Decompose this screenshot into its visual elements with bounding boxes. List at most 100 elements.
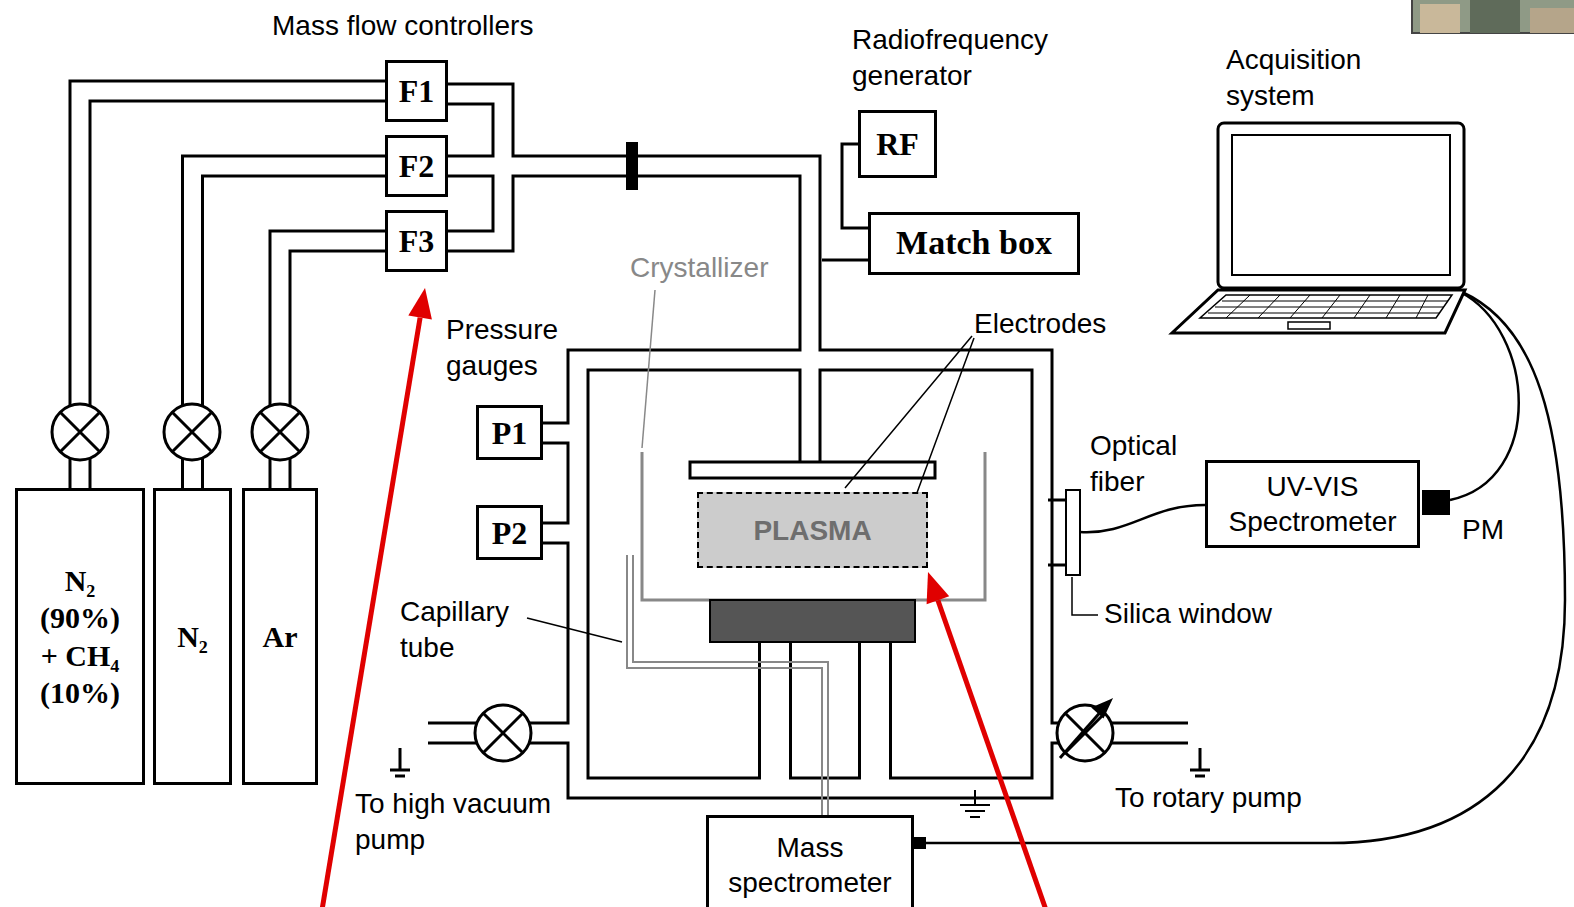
gauge-pipe [543, 525, 578, 542]
stage-leg [861, 642, 889, 788]
connector [80, 91, 385, 488]
gauge-pipe [543, 522, 578, 545]
pipe-inner [193, 166, 386, 488]
pipe-inner [80, 91, 385, 488]
gauge-pipe [543, 425, 578, 442]
label-text: Capillary tube [400, 594, 540, 667]
laptop-keyboard [1200, 295, 1452, 318]
label-text: Optical fiber [1090, 428, 1215, 501]
laptop-display [1232, 135, 1450, 275]
node-text: N₂ [177, 618, 208, 656]
red-arrowhead [408, 288, 432, 320]
stage-leg [761, 642, 789, 788]
leader-line [527, 618, 622, 642]
label-text: PM [1462, 512, 1504, 548]
node-text: Match box [896, 222, 1052, 265]
node-text: F3 [399, 221, 435, 261]
flow-controller: F2 [385, 135, 448, 197]
photomultiplier [1422, 490, 1450, 515]
flow-controller: F1 [385, 60, 448, 122]
match-box: Match box [868, 212, 1080, 275]
keyboard-keys [1208, 295, 1448, 318]
pipe-outer [193, 166, 386, 488]
red-arrowhead [927, 572, 950, 604]
valve [475, 705, 531, 761]
photo-thumbnail [1412, 0, 1574, 33]
node-text: P2 [492, 513, 528, 553]
laptop-screen [1218, 123, 1464, 288]
stage-leg [758, 642, 792, 788]
label-text: Mass flow controllers [272, 8, 533, 44]
valve [164, 404, 220, 460]
thumbnail-frame [1412, 0, 1574, 33]
window-flange [1048, 500, 1067, 565]
gas-cylinder: Ar [242, 488, 318, 785]
top-electrode [690, 462, 935, 478]
red-arrow [938, 600, 1046, 907]
laptop-base [1172, 290, 1465, 333]
node-text: Ar [263, 618, 298, 656]
node-text: F2 [399, 146, 435, 186]
gas-manifold [448, 94, 503, 241]
pm-cable [1450, 292, 1519, 500]
thumbnail-patch [1530, 8, 1574, 33]
label-text: To rotary pump [1115, 780, 1302, 816]
laptop [1172, 123, 1465, 333]
rf-feed-wire [822, 259, 868, 262]
silica-window [1066, 490, 1080, 575]
pipe-inner [428, 94, 1188, 788]
connector [193, 166, 386, 488]
leader-line [642, 290, 655, 448]
label-text: To high vacuum pump [355, 786, 590, 859]
red-arrows [322, 288, 1046, 907]
inline-valve [626, 142, 638, 190]
label-text: Crystallizer [630, 250, 768, 286]
label-text: Pressure gauges [446, 312, 596, 385]
flow-controller: F3 [385, 210, 448, 272]
label-text: Acquisition system [1226, 42, 1406, 115]
thumbnail-patch [1420, 4, 1460, 33]
node-text: P1 [492, 413, 528, 453]
touchpad [1288, 322, 1330, 329]
label-text: Silica window [1104, 596, 1272, 632]
pipe-outer [428, 94, 1188, 788]
optical-fiber [1080, 505, 1205, 532]
gas-manifold [448, 155, 503, 178]
ground-symbol [960, 790, 990, 817]
label-text: Electrodes [974, 306, 1106, 342]
adjust-arrow [1060, 708, 1104, 758]
node-text: N₂ (90%) + CH₄ (10%) [40, 562, 120, 712]
pump-terminal [1190, 748, 1210, 776]
label-text: Radiofrequency generator [852, 22, 1102, 95]
valve-cross [60, 412, 100, 452]
gas-cylinder: N₂ (90%) + CH₄ (10%) [15, 488, 145, 785]
pressure-gauge: P1 [476, 405, 543, 460]
node-text: RF [876, 124, 919, 164]
gauge-pipe [543, 422, 578, 445]
gas-cylinder: N₂ [153, 488, 232, 785]
valve-cross [172, 412, 212, 452]
valve [252, 404, 308, 460]
stage-leg [858, 642, 892, 788]
gas-manifold [448, 94, 503, 241]
pressure-gauge: P2 [476, 505, 543, 560]
substrate-stage [710, 600, 915, 642]
node-text: F1 [399, 71, 435, 111]
gas-manifold [448, 158, 503, 175]
crystallizer [642, 452, 985, 600]
valve-cross [260, 412, 300, 452]
node-text: Mass spectrometer [720, 830, 900, 900]
valve [52, 404, 108, 460]
node-text: PLASMA [753, 513, 871, 548]
thumbnail-patch [1470, 0, 1520, 33]
ms-cable [926, 292, 1565, 843]
rf-generator: RF [858, 110, 937, 178]
pipe-outer [80, 91, 385, 488]
mass-spectrometer: Mass spectrometer [706, 815, 914, 907]
valve-cross [483, 713, 523, 753]
